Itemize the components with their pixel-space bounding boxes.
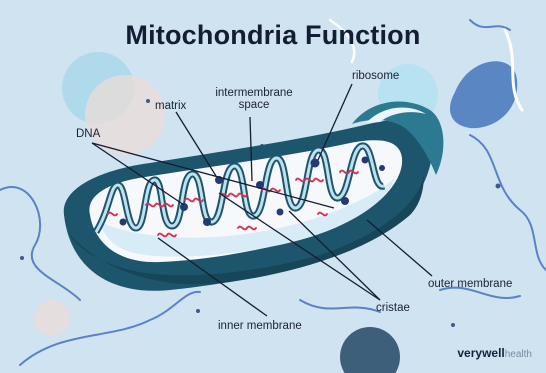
label-matrix: matrix	[155, 100, 186, 112]
brand-logo-bold: verywell	[457, 346, 504, 360]
label-intermembrane-line2: space	[215, 99, 293, 111]
label-intermembrane-line1: intermembrane	[215, 87, 293, 99]
brand-logo-light: health	[505, 349, 532, 360]
decor-blob	[34, 300, 70, 336]
label-dna: DNA	[76, 128, 100, 140]
brand-logo: verywellhealth	[457, 346, 532, 360]
label-cristae: cristae	[376, 302, 410, 314]
decor-blob	[450, 61, 517, 128]
label-outer-membrane: outer membrane	[428, 278, 512, 290]
label-inner-membrane: inner membrane	[218, 320, 302, 332]
decor-blob	[85, 75, 165, 155]
label-intermembrane-space: intermembrane space	[215, 87, 293, 111]
label-ribosome: ribosome	[352, 70, 399, 82]
decor-blob	[340, 327, 400, 373]
diagram-title: Mitochondria Function	[0, 20, 546, 51]
